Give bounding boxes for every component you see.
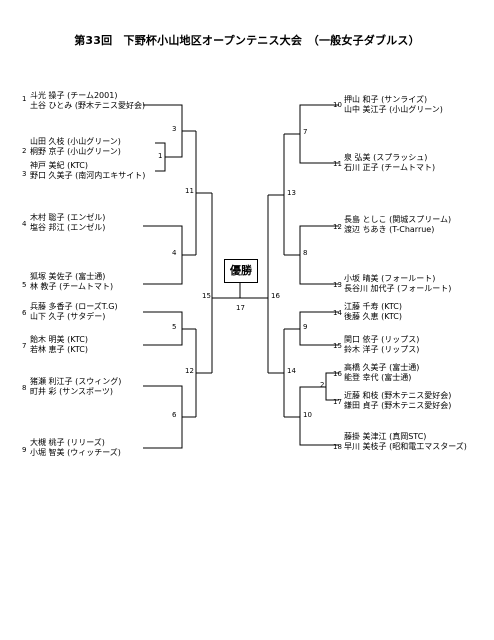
player-name: 藤掛 美津江 (真岡STC) <box>344 432 427 441</box>
player-name: 小堀 智美 (ウィッチーズ) <box>30 448 121 457</box>
right-entry-17: 近藤 和枝 (野木テニス愛好会) 鎌田 貞子 (野木テニス愛好会) <box>344 391 451 411</box>
champion-box: 優勝 <box>224 259 258 283</box>
right-entry-14: 江藤 千寿 (KTC) 後藤 久恵 (KTC) <box>344 302 402 322</box>
player-name: 大槻 桃子 (リリーズ) <box>30 438 105 447</box>
seed-number: 6 <box>22 309 27 317</box>
match-number: 11 <box>185 187 194 195</box>
match-number: 7 <box>303 128 308 136</box>
seed-number: 17 <box>333 398 342 406</box>
player-name: 小坂 晴美 (フォールート) <box>344 274 436 283</box>
seed-number: 11 <box>333 160 342 168</box>
player-name: 関口 依子 (リップス) <box>344 335 420 344</box>
match-number: 17 <box>236 304 245 312</box>
match-number: 10 <box>303 411 312 419</box>
player-name: 町井 彩 (サンスポーツ) <box>30 387 114 396</box>
match-number: 15 <box>202 292 211 300</box>
left-entry-7: 飴木 明美 (KTC) 若林 恵子 (KTC) <box>30 335 88 355</box>
player-name: 石川 正子 (チームトマト) <box>344 163 436 172</box>
seed-number: 8 <box>22 384 27 392</box>
seed-number: 2 <box>22 147 27 155</box>
player-name: 桐野 京子 (小山グリーン) <box>30 147 121 156</box>
player-name: 兵藤 多香子 (ローズT.G) <box>30 302 118 311</box>
player-name: 野口 久美子 (南河内エキサイト) <box>30 171 146 180</box>
left-entry-4: 木村 聡子 (エンゼル) 塩谷 邦江 (エンゼル) <box>30 213 105 233</box>
seed-number: 7 <box>22 342 27 350</box>
player-name: 山下 久子 (サタデー) <box>30 312 106 321</box>
player-name: 林 教子 (チームトマト) <box>30 282 114 291</box>
player-name: 飴木 明美 (KTC) <box>30 335 88 344</box>
player-name: 後藤 久恵 (KTC) <box>344 312 402 321</box>
player-name: 長谷川 加代子 (フォールート) <box>344 284 452 293</box>
player-name: 押山 和子 (サンライズ) <box>344 95 428 104</box>
player-name: 能登 幸代 (富士通) <box>344 373 412 382</box>
player-name: 山田 久枝 (小山グリーン) <box>30 137 121 146</box>
match-number: 16 <box>271 292 280 300</box>
player-name: 早川 美枝子 (昭和電工マスターズ) <box>344 442 467 451</box>
match-number: 1 <box>158 152 163 160</box>
seed-number: 4 <box>22 220 27 228</box>
player-name: 狐塚 美佐子 (富士通) <box>30 272 106 281</box>
seed-number: 18 <box>333 443 342 451</box>
match-number: 8 <box>303 249 308 257</box>
right-entry-11: 泉 弘美 (スプラッシュ) 石川 正子 (チームトマト) <box>344 153 435 173</box>
player-name: 斗光 操子 (チーム2001) <box>30 91 118 100</box>
seed-number: 5 <box>22 281 27 289</box>
left-entry-6: 兵藤 多香子 (ローズT.G) 山下 久子 (サタデー) <box>30 302 118 322</box>
seed-number: 3 <box>22 170 27 178</box>
player-name: 長島 としこ (関城スプリーム) <box>344 215 452 224</box>
player-name: 猪瀬 利江子 (スウィング) <box>30 377 122 386</box>
seed-number: 13 <box>333 281 342 289</box>
match-number: 13 <box>287 189 296 197</box>
player-name: 土谷 ひとみ (野木テニス愛好会) <box>30 101 146 110</box>
player-name: 若林 恵子 (KTC) <box>30 345 88 354</box>
seed-number: 15 <box>333 342 342 350</box>
player-name: 近藤 和枝 (野木テニス愛好会) <box>344 391 452 400</box>
match-number: 12 <box>185 367 194 375</box>
match-number: 3 <box>172 125 177 133</box>
left-entry-8: 猪瀬 利江子 (スウィング) 町井 彩 (サンスポーツ) <box>30 377 121 397</box>
match-number: 6 <box>172 411 177 419</box>
left-entry-1: 斗光 操子 (チーム2001) 土谷 ひとみ (野木テニス愛好会) <box>30 91 145 111</box>
seed-number: 1 <box>22 95 27 103</box>
match-number: 14 <box>287 367 296 375</box>
player-name: 山中 美江子 (小山グリーン) <box>344 105 443 114</box>
right-entry-10: 押山 和子 (サンライズ) 山中 美江子 (小山グリーン) <box>344 95 443 115</box>
player-name: 鈴木 洋子 (リップス) <box>344 345 420 354</box>
right-entry-13: 小坂 晴美 (フォールート) 長谷川 加代子 (フォールート) <box>344 274 451 294</box>
right-entry-18: 藤掛 美津江 (真岡STC) 早川 美枝子 (昭和電工マスターズ) <box>344 432 467 452</box>
match-number: 4 <box>172 249 177 257</box>
right-entry-16: 高橋 久美子 (富士通) 能登 幸代 (富士通) <box>344 363 419 383</box>
match-number: 9 <box>303 323 308 331</box>
player-name: 塩谷 邦江 (エンゼル) <box>30 223 106 232</box>
seed-number: 10 <box>333 101 342 109</box>
player-name: 江藤 千寿 (KTC) <box>344 302 402 311</box>
player-name: 鎌田 貞子 (野木テニス愛好会) <box>344 401 452 410</box>
page-title: 第33回 下野杯小山地区オープンテニス大会 （一般女子ダブルス） <box>74 34 420 47</box>
seed-number: 16 <box>333 370 342 378</box>
left-entry-3: 神戸 美紀 (KTC) 野口 久美子 (南河内エキサイト) <box>30 161 145 181</box>
right-entry-12: 長島 としこ (関城スプリーム) 渡辺 ちあき (T-Charrue) <box>344 215 451 235</box>
match-number: 5 <box>172 323 177 331</box>
right-entry-15: 関口 依子 (リップス) 鈴木 洋子 (リップス) <box>344 335 419 355</box>
seed-number: 12 <box>333 223 342 231</box>
player-name: 高橋 久美子 (富士通) <box>344 363 420 372</box>
seed-number: 14 <box>333 309 342 317</box>
player-name: 木村 聡子 (エンゼル) <box>30 213 106 222</box>
seed-number: 9 <box>22 446 27 454</box>
player-name: 渡辺 ちあき (T-Charrue) <box>344 225 435 234</box>
player-name: 泉 弘美 (スプラッシュ) <box>344 153 428 162</box>
match-number: 2 <box>320 381 325 389</box>
player-name: 神戸 美紀 (KTC) <box>30 161 88 170</box>
left-entry-9: 大槻 桃子 (リリーズ) 小堀 智美 (ウィッチーズ) <box>30 438 121 458</box>
left-entry-2: 山田 久枝 (小山グリーン) 桐野 京子 (小山グリーン) <box>30 137 121 157</box>
left-entry-5: 狐塚 美佐子 (富士通) 林 教子 (チームトマト) <box>30 272 113 292</box>
